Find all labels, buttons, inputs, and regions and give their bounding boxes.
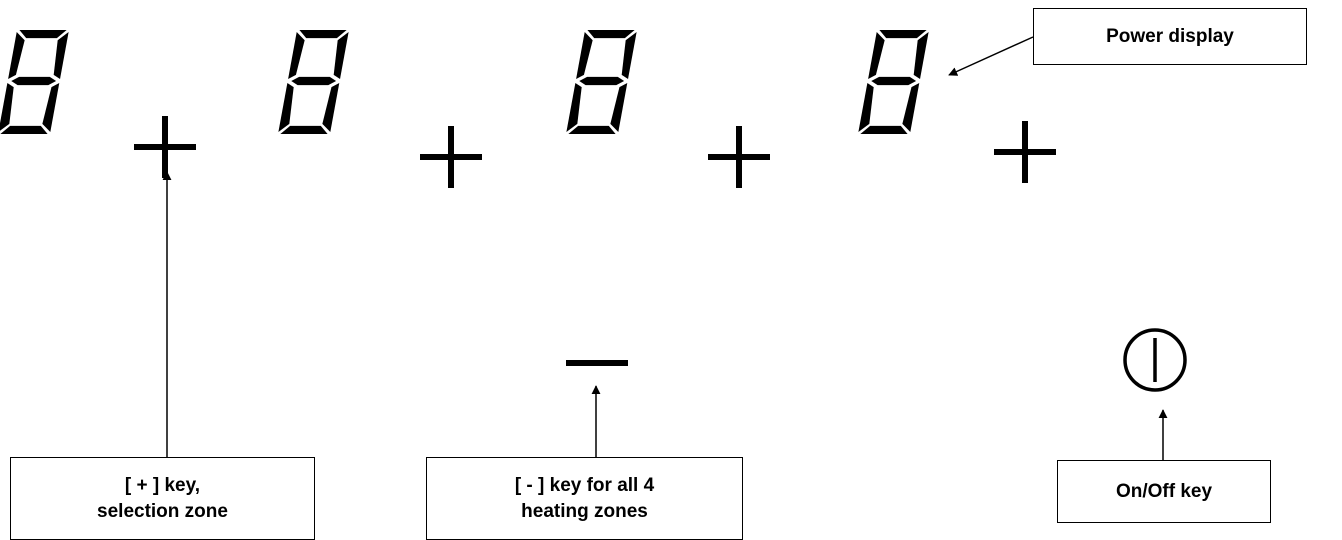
arrow-power-display: [948, 36, 1034, 76]
minus-key[interactable]: [566, 360, 628, 366]
plus-key-label-line1: [ + ] key,: [124, 474, 201, 496]
seven-segment-display-4: [858, 30, 929, 135]
plus-key-zone-2[interactable]: [420, 126, 482, 188]
plus-key-callout: [ + ] key, selection zone: [10, 457, 315, 540]
power-display-callout: Power display: [1033, 8, 1307, 65]
plus-key-zone-3[interactable]: [708, 126, 770, 188]
seven-segment-display-3: [566, 30, 637, 135]
minus-key-callout: [ - ] key for all 4 heating zones: [426, 457, 743, 540]
on-off-key-label: On/Off key: [1115, 480, 1213, 502]
plus-key-zone-4[interactable]: [994, 121, 1056, 183]
power-display-label: Power display: [1106, 25, 1234, 47]
power-key-icon[interactable]: [1123, 328, 1187, 392]
minus-key-label-line2: heating zones: [521, 500, 648, 522]
on-off-key-callout: On/Off key: [1057, 460, 1271, 523]
seven-segment-display-2: [278, 30, 349, 135]
minus-key-label-line1: [ - ] key for all 4: [514, 474, 655, 496]
plus-key-label-line2: selection zone: [97, 500, 228, 522]
seven-segment-display-1: [0, 30, 70, 135]
plus-key-zone-1[interactable]: [134, 116, 196, 178]
